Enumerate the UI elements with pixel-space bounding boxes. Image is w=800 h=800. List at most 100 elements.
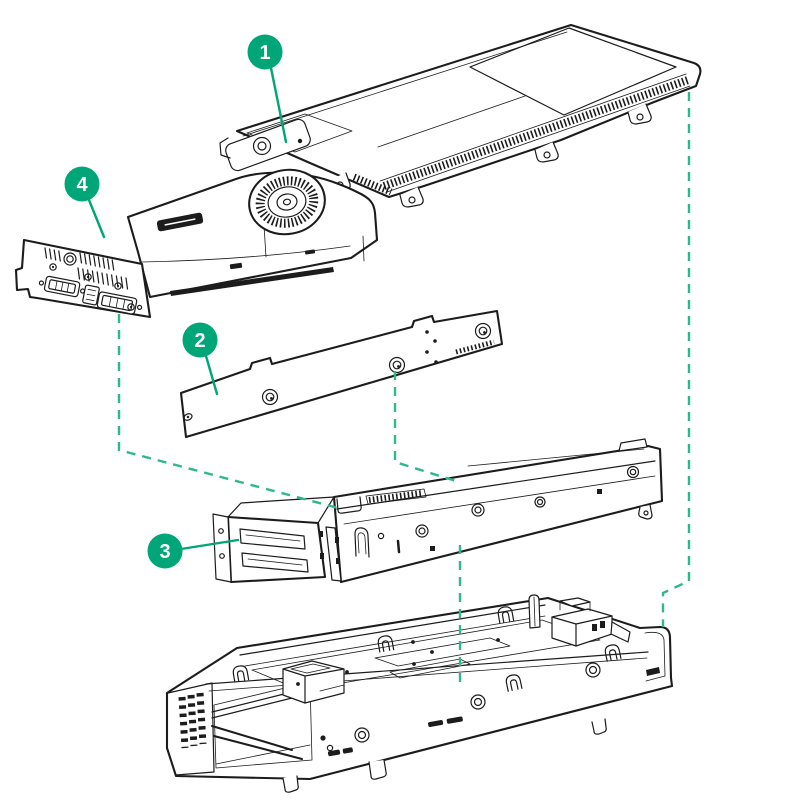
riser-cage-clip [336, 558, 340, 564]
screw-hole [49, 263, 57, 271]
top-cover-rib-band [382, 76, 690, 190]
top-cover-hook-tab [399, 186, 424, 208]
chassis-socket-housing [282, 660, 345, 704]
gpu-io-bracket [14, 238, 152, 319]
guide-gpu-to-riser [117, 314, 343, 511]
gpu-shroud-seam-b [362, 235, 365, 262]
guide-cover-to-chassis [661, 92, 691, 627]
callout-1-label: 1 [259, 42, 270, 64]
small-hole [183, 413, 193, 421]
screw-hole [626, 465, 640, 479]
callout-4: 4 [64, 166, 106, 239]
line-art [14, 23, 702, 793]
support-bracket-outline [179, 309, 504, 439]
riser-bar-flange [467, 448, 645, 467]
gpu-side-vent [304, 249, 316, 255]
riser-arch-cutout [354, 527, 370, 558]
riser-cage-face [226, 515, 327, 584]
top-cover-hook-tab [534, 141, 559, 163]
riser-end-tab [618, 438, 648, 452]
screw-hole [84, 273, 92, 281]
top-cover-drawing [219, 23, 702, 208]
riser-slot-mark [396, 539, 401, 554]
screw-hole [261, 388, 279, 406]
pin-holes [296, 638, 500, 686]
callout-3-leader [179, 538, 240, 551]
callout-2-label: 2 [194, 330, 205, 352]
riser-rib-plate [365, 488, 427, 505]
chassis-foot [282, 718, 607, 793]
top-cover-inset-panel [469, 27, 677, 116]
riser-cage-clip [335, 537, 339, 543]
gpu-side-vent [229, 262, 243, 270]
support-bracket-hatch [455, 339, 495, 355]
cable-hook [377, 635, 395, 653]
gpu-dvi-port [38, 275, 86, 298]
gpu-shroud-seam-a [263, 224, 267, 258]
screw-hole [534, 496, 546, 508]
screw-hole [354, 727, 370, 743]
chassis-near-wall-top [205, 651, 649, 685]
top-cover-seam [377, 95, 526, 148]
riser-cage-clip [320, 553, 324, 559]
support-bracket-drawing [179, 309, 504, 439]
pin-holes [425, 330, 438, 364]
callout-2-circle [182, 322, 218, 358]
small-hole [219, 553, 225, 559]
stamp-text [327, 747, 353, 757]
chassis-latch-rod [528, 594, 541, 629]
screw-hole [474, 322, 492, 340]
riser-cage-side-plate [325, 526, 342, 582]
callout-2: 2 [182, 322, 219, 396]
callout-4-circle [64, 166, 100, 202]
riser-notch [336, 496, 362, 514]
small-hole [377, 532, 385, 540]
small-hole [218, 528, 224, 534]
screw-hole [470, 694, 486, 710]
chassis-floor-etch [374, 637, 511, 667]
riser-clip [597, 489, 602, 494]
chassis-near-wall-inner [208, 657, 648, 692]
callout-2-leader [204, 354, 219, 396]
screw-hole [585, 662, 601, 678]
guide-bracket-to-riser [393, 371, 457, 483]
chassis-back-rail [239, 604, 546, 656]
cable-hook [604, 644, 622, 662]
gpu-brand-label [156, 212, 204, 232]
riser-cage-left-plate [212, 513, 232, 583]
riser-slot-opening [241, 552, 309, 573]
chassis-tray-drawing [165, 594, 674, 793]
screw-hole [114, 282, 122, 290]
callout-3-label: 3 [159, 541, 170, 563]
cable-hook [497, 606, 515, 624]
callout-1-leader [269, 66, 288, 144]
callout-4-leader [87, 198, 106, 239]
top-cover-outline [235, 23, 702, 199]
chassis-floor-etch [389, 658, 471, 679]
chassis-outline [165, 596, 674, 781]
chassis-left-bezel [167, 682, 215, 776]
riser-cage-drawing [212, 438, 664, 584]
callout-3: 3 [147, 533, 240, 569]
screw-hole [388, 356, 406, 374]
riser-bar-seam [343, 475, 656, 525]
gpu-mini-port [82, 284, 100, 306]
top-cover-hook-tab [627, 103, 652, 125]
callout-1: 1 [247, 34, 288, 144]
callout-4-label: 4 [76, 174, 88, 196]
gpu-card-drawing [14, 168, 379, 319]
riser-bar-outline [332, 444, 664, 584]
riser-rib-band [368, 490, 423, 503]
cable-hook [232, 665, 250, 683]
top-cover-inner-edge [242, 31, 568, 137]
alignment-guides [117, 92, 691, 684]
screw-hole [127, 303, 135, 311]
stamp-text [428, 716, 463, 728]
riser-end-hook [638, 504, 653, 520]
chassis-left-bay [211, 681, 313, 769]
top-cover-latch [219, 113, 353, 172]
chassis-power-connector [551, 597, 631, 647]
gpu-pcie-edge [170, 267, 334, 296]
